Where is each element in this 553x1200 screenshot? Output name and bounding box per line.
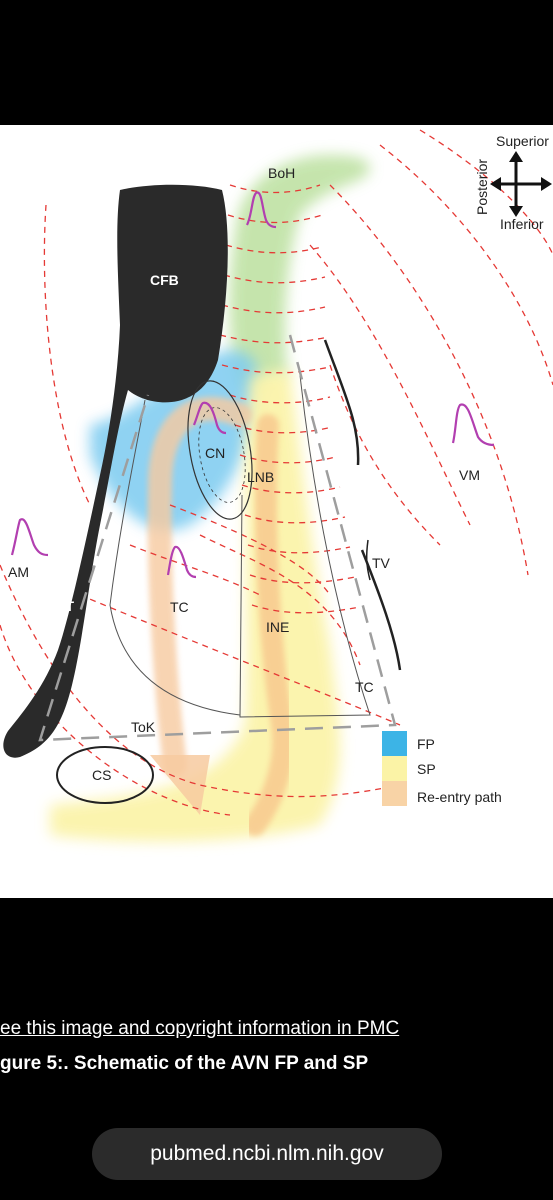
tv-leaflet-line-lower xyxy=(360,549,402,671)
compass-arrows-icon xyxy=(496,157,546,211)
legend-swatch-reentry xyxy=(382,781,407,806)
legend-label-sp: SP xyxy=(417,761,436,777)
legend-swatch-sp xyxy=(382,756,407,781)
ap-trace-vm xyxy=(451,403,495,447)
tv-leaflet-line xyxy=(323,339,360,466)
ap-trace-boh xyxy=(245,191,277,229)
reentry-path-right xyxy=(244,414,295,836)
compact-node-inner xyxy=(198,407,246,503)
label-tt: TT xyxy=(57,598,75,614)
ap-trace-am xyxy=(10,518,49,557)
label-tok: ToK xyxy=(131,719,156,735)
label-tc-left: TC xyxy=(170,599,189,615)
figure-caption-title: gure 5:. Schematic of the AVN FP and SP xyxy=(0,1053,369,1074)
inb-outline xyxy=(239,374,371,718)
label-cn: CN xyxy=(205,445,225,461)
cfb-tt-dark-body xyxy=(3,184,228,758)
action-potential-traces xyxy=(10,191,495,579)
legend: FP SP Re-entry path xyxy=(382,731,502,806)
orientation-compass: Superior Inferior Posterior xyxy=(474,133,552,232)
label-posterior: Posterior xyxy=(474,159,490,215)
label-vm: VM xyxy=(459,467,480,483)
label-lnb: LNB xyxy=(247,469,274,485)
legend-swatch-fp xyxy=(382,731,407,756)
compact-node-ellipse xyxy=(187,380,253,520)
avn-schematic-figure: BoH CFB CN LNB VM AM TT TC INE TV TC ToK… xyxy=(0,125,553,898)
label-cs: CS xyxy=(92,767,111,783)
label-inferior: Inferior xyxy=(500,216,544,232)
label-boh: BoH xyxy=(268,165,295,181)
legend-label-reentry: Re-entry path xyxy=(417,789,502,805)
ap-trace-tc xyxy=(166,545,197,579)
label-cfb: CFB xyxy=(150,272,179,288)
reentry-arrowhead xyxy=(150,755,210,815)
avn-schematic-svg: BoH CFB CN LNB VM AM TT TC INE TV TC ToK… xyxy=(0,129,553,842)
label-tv: TV xyxy=(372,555,391,571)
copyright-info-link[interactable]: ee this image and copyright information … xyxy=(0,1018,400,1039)
tv-bracket xyxy=(365,539,371,581)
koch-triangle-boundary xyxy=(38,334,397,742)
label-superior: Superior xyxy=(496,133,549,149)
label-tc-right: TC xyxy=(355,679,374,695)
tc-outline-left xyxy=(109,399,241,716)
reentry-path-left xyxy=(147,396,252,777)
browser-url-bar[interactable]: pubmed.ncbi.nlm.nih.gov xyxy=(92,1128,442,1180)
ap-trace-cn xyxy=(192,401,227,435)
label-ine: INE xyxy=(266,619,289,635)
legend-label-fp: FP xyxy=(417,736,435,752)
cs-ellipse xyxy=(56,746,154,804)
label-am: AM xyxy=(8,564,29,580)
url-text: pubmed.ncbi.nlm.nih.gov xyxy=(150,1142,384,1165)
